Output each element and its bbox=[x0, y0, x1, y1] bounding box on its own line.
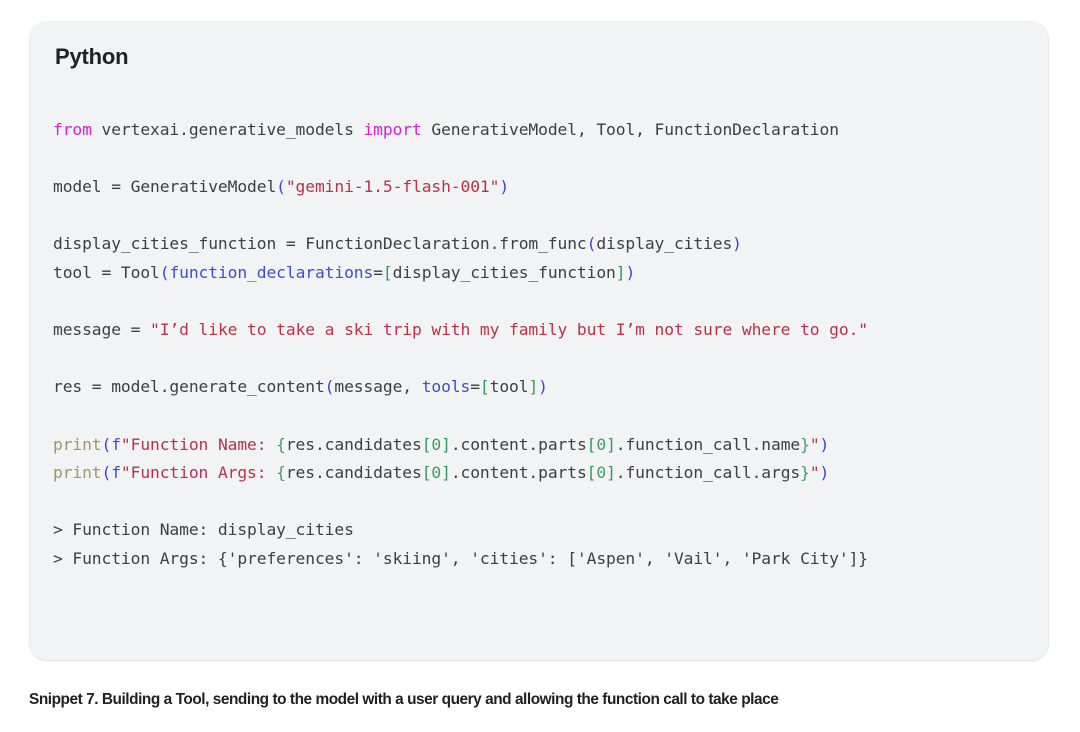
output-name-line: > Function Name: display_cities bbox=[53, 520, 354, 540]
model-line: model = GenerativeModel("gemini-1.5-flas… bbox=[53, 177, 510, 197]
blank-2 bbox=[53, 202, 1036, 231]
declaration-line: display_cities_function = FunctionDeclar… bbox=[53, 234, 742, 254]
code-card: Python from vertexai.generative_models i… bbox=[30, 22, 1048, 660]
blank-6 bbox=[53, 488, 1036, 517]
blank-4 bbox=[53, 345, 1036, 374]
tool-line: tool = Tool(function_declarations=[displ… bbox=[53, 262, 636, 282]
generate-line: res = model.generate_content(message, to… bbox=[53, 377, 548, 397]
print-name-line: print(f"Function Name: {res.candidates[0… bbox=[53, 434, 830, 454]
blank-1 bbox=[53, 145, 1036, 174]
code-block[interactable]: from vertexai.generative_models import G… bbox=[53, 116, 1036, 574]
print-args-line: print(f"Function Args: {res.candidates[0… bbox=[53, 463, 830, 483]
blank-5 bbox=[53, 402, 1036, 431]
output-args-line: > Function Args: {'preferences': 'skiing… bbox=[53, 548, 868, 568]
message-line: message = "I’d like to take a ski trip w… bbox=[53, 320, 868, 340]
figure-caption: Snippet 7. Building a Tool, sending to t… bbox=[29, 691, 779, 708]
import-line: from vertexai.generative_models import G… bbox=[53, 120, 839, 139]
blank-3 bbox=[53, 288, 1036, 317]
code-language-label: Python bbox=[55, 44, 129, 69]
